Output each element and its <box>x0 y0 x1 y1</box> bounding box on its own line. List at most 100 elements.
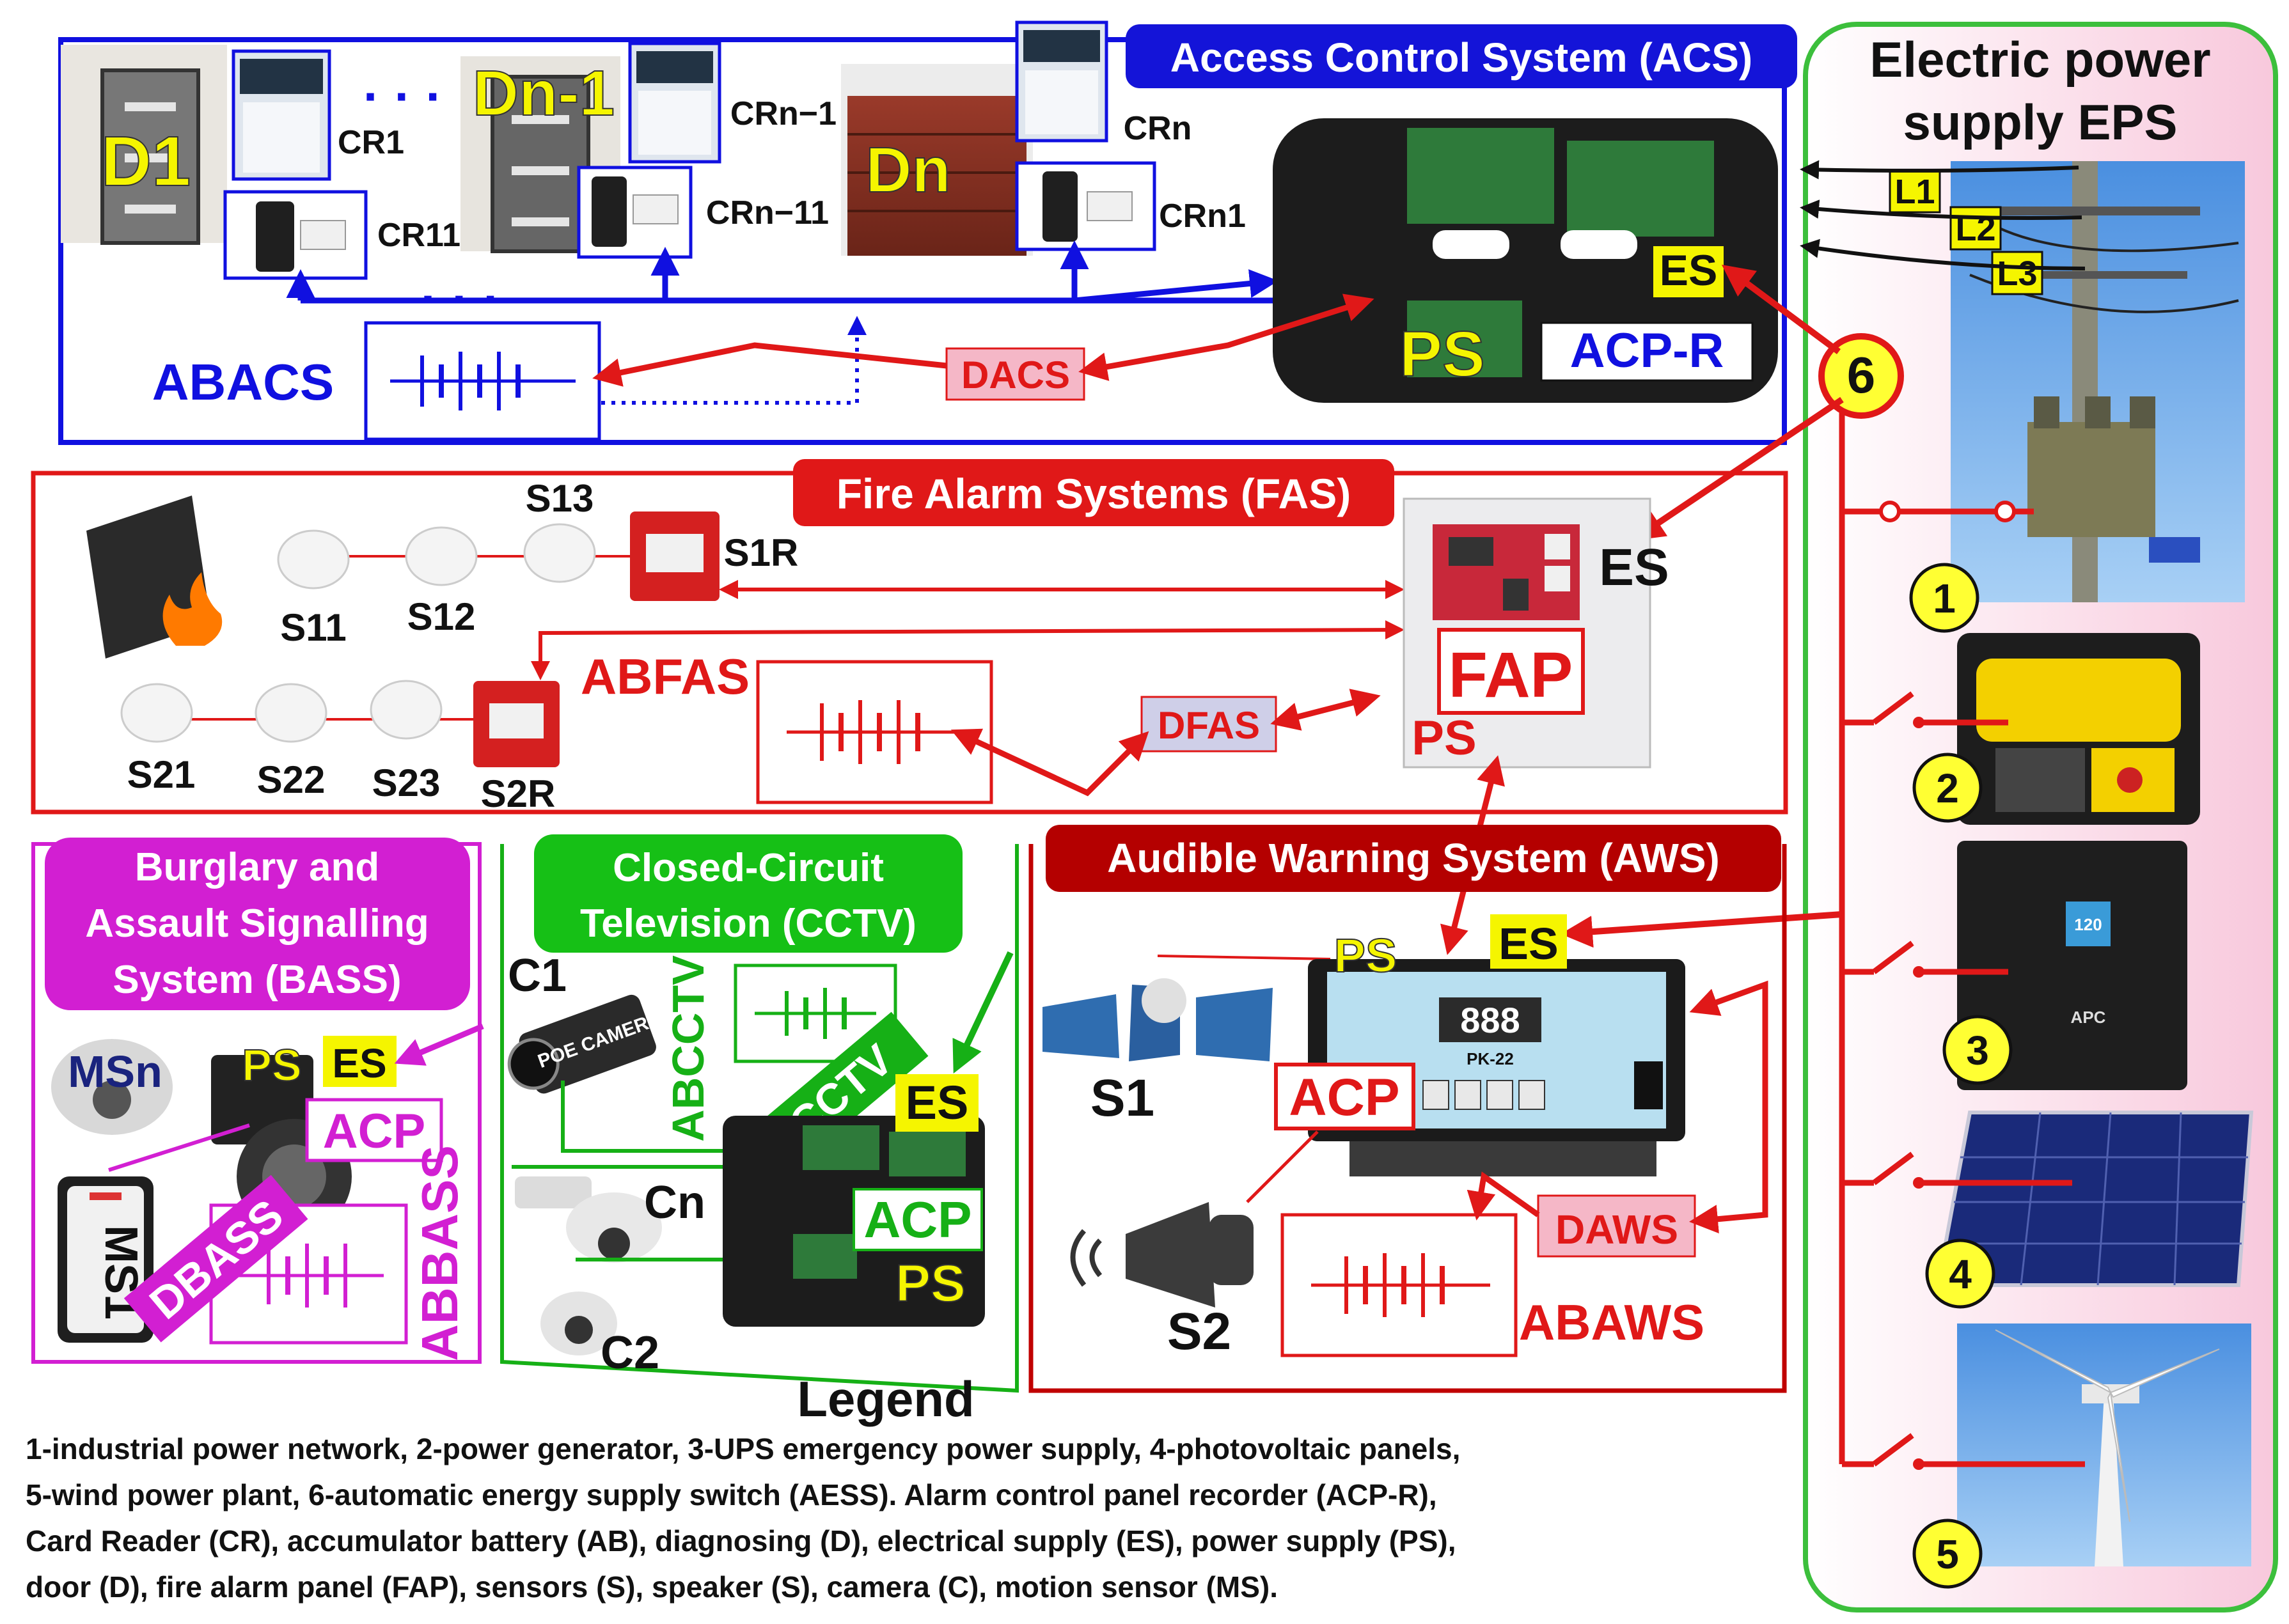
cctv-title-line2: Television (CCTV) <box>580 902 916 946</box>
solar-panel-icon <box>1935 1111 2254 1287</box>
camera-label-cn: Cn <box>644 1177 705 1228</box>
ab-fas-label: ABFAS <box>581 648 750 705</box>
aws-section: Audible Warning System (AWS) S1 888 PK-2… <box>1028 825 1787 1393</box>
sensor-label-s11: S11 <box>280 606 346 649</box>
bass-title-line3: System (BASS) <box>113 958 401 1002</box>
horn-speaker-s1 <box>1042 978 1273 1061</box>
megaphone-speaker-s2 <box>1070 1202 1254 1308</box>
controller-display: 888 <box>1460 1000 1520 1040</box>
fas-section: Fire Alarm Systems (FAS) S11 S12 S13 S1R… <box>31 459 1788 815</box>
smoke-sensor-s13 <box>523 523 596 583</box>
fire-icon <box>86 496 223 659</box>
source-badges: 1 2 3 4 5 <box>1909 563 2013 1589</box>
fas-title: Fire Alarm Systems (FAS) <box>837 470 1351 517</box>
eps-panel: Electric power supply EPS L1 L2 L3 <box>1800 22 2278 1612</box>
smoke-sensor-s11 <box>277 529 350 589</box>
aess-badge-label: 6 <box>1847 347 1876 403</box>
card-reader-11 <box>223 190 368 280</box>
cctv-acp-label: ACP <box>864 1191 972 1248</box>
aws-title: Audible Warning System (AWS) <box>1107 835 1720 881</box>
cctv-ps-label: PS <box>895 1254 965 1313</box>
fas-ps-label: PS <box>1412 711 1476 765</box>
ab-acs-label: ABACS <box>152 354 334 410</box>
source-5-badge: 5 <box>1936 1531 1959 1577</box>
ups-brand: APC <box>2071 1008 2106 1027</box>
door-label-dn: Dn <box>865 134 950 206</box>
acs-dots-2: · · · <box>421 270 500 327</box>
legend-line-4: door (D), fire alarm panel (FAP), sensor… <box>26 1570 1278 1604</box>
aess-badge <box>1818 333 1904 419</box>
ab-bass-label: ABBASS <box>411 1145 468 1361</box>
reader-label-crn1: CRn1 <box>1159 198 1246 235</box>
smoke-sensor-s23 <box>370 680 443 740</box>
wind-turbine-icon <box>1957 1323 2251 1566</box>
card-reader-n1 <box>1015 161 1156 251</box>
acp-r-label: ACP-R <box>1570 324 1724 378</box>
fas-title-box <box>793 459 1394 526</box>
door-1 <box>61 45 227 245</box>
eps-line-labels: L1 L2 L3 <box>1800 160 2086 295</box>
acs-dots-1: · · · <box>363 68 443 125</box>
door-n-garage <box>841 64 1033 256</box>
sensor-label-s22: S22 <box>257 758 326 801</box>
speaker-label-s1: S1 <box>1090 1069 1154 1127</box>
source-1-badge: 1 <box>1933 575 1956 621</box>
d-aws-label: DAWS <box>1555 1206 1678 1253</box>
source-3-badge: 3 <box>1966 1027 1989 1074</box>
speaker-label-s2: S2 <box>1167 1302 1231 1361</box>
bass-acp-label: ACP <box>323 1104 425 1159</box>
battery-aws-icon <box>1280 1213 1518 1357</box>
sensor-label-s2r: S2R <box>481 772 556 815</box>
legend-line-3: Card Reader (CR), accumulator battery (A… <box>26 1524 1456 1558</box>
cctv-title-box <box>534 834 963 953</box>
reader-label-crn-11: CRn−11 <box>706 194 829 231</box>
eps-title-line1: Electric power <box>1869 31 2210 88</box>
battery-acs-icon <box>364 321 601 441</box>
bass-title-box <box>45 838 470 1010</box>
source-2-badge: 2 <box>1936 765 1959 811</box>
acs-title-box <box>1126 24 1797 88</box>
ab-cctv-label: ABCCTV <box>663 955 713 1142</box>
card-reader-keypad-n <box>1015 20 1108 143</box>
acs-es-label: ES <box>1660 246 1718 295</box>
camera-label-c1: C1 <box>508 950 567 1001</box>
smoke-sensor-s21 <box>120 683 193 743</box>
door-label-dn-1: Dn-1 <box>473 58 615 129</box>
legend-text: 1-industrial power network, 2-power gene… <box>26 1426 1791 1610</box>
line-label-l1: L1 <box>1894 173 1935 211</box>
bass-title-line2: Assault Signalling <box>85 902 429 946</box>
bass-ps-label: PS <box>242 1040 301 1090</box>
reader-label-crn: CRn <box>1124 110 1192 147</box>
acs-title: Access Control System (ACS) <box>1170 35 1752 81</box>
camera-label-c2: C2 <box>601 1327 659 1378</box>
aws-ps-label: PS <box>1334 929 1397 982</box>
card-reader-keypad-1 <box>232 49 331 181</box>
acs-section: Access Control System (ACS) D1 CR1 · · ·… <box>58 20 1797 445</box>
msn-label: MSn <box>68 1047 162 1097</box>
card-reader-keypad-n-1 <box>628 42 721 164</box>
fas-es-label: ES <box>1599 538 1669 597</box>
card-reader-n-11 <box>577 166 693 259</box>
sensor-label-s1r: S1R <box>724 531 799 574</box>
ups-screen-text: 120 <box>2074 915 2102 934</box>
cctv-title-line1: Closed-Circuit <box>613 846 884 890</box>
controller-model: PK-22 <box>1467 1049 1514 1068</box>
reader-label-cr1: CR1 <box>338 124 404 161</box>
sensor-label-s13: S13 <box>526 477 594 520</box>
sensor-label-s23: S23 <box>372 761 441 804</box>
eps-title-line2: supply EPS <box>1903 94 2177 150</box>
poe-camera-c1: POE CAMERA <box>507 994 665 1094</box>
aws-title-box <box>1046 825 1781 892</box>
motion-sensor-msn <box>51 1039 173 1135</box>
ab-aws-label: ABAWS <box>1519 1294 1704 1350</box>
legend-line-2: 5-wind power plant, 6-automatic energy s… <box>26 1478 1437 1511</box>
smoke-sensor-s12 <box>405 526 478 586</box>
reader-label-crn-1: CRn−1 <box>730 95 837 132</box>
ups-icon: 120 APC <box>1957 841 2187 1090</box>
aws-acp-label: ACP <box>1289 1068 1399 1127</box>
bass-es-label: ES <box>332 1040 386 1086</box>
cctv-section: Closed-Circuit Television (CCTV) POE CAM… <box>500 834 1019 1393</box>
generator-icon <box>1957 633 2200 825</box>
sensor-label-s21: S21 <box>127 753 196 796</box>
door-label-d1: D1 <box>101 122 191 201</box>
